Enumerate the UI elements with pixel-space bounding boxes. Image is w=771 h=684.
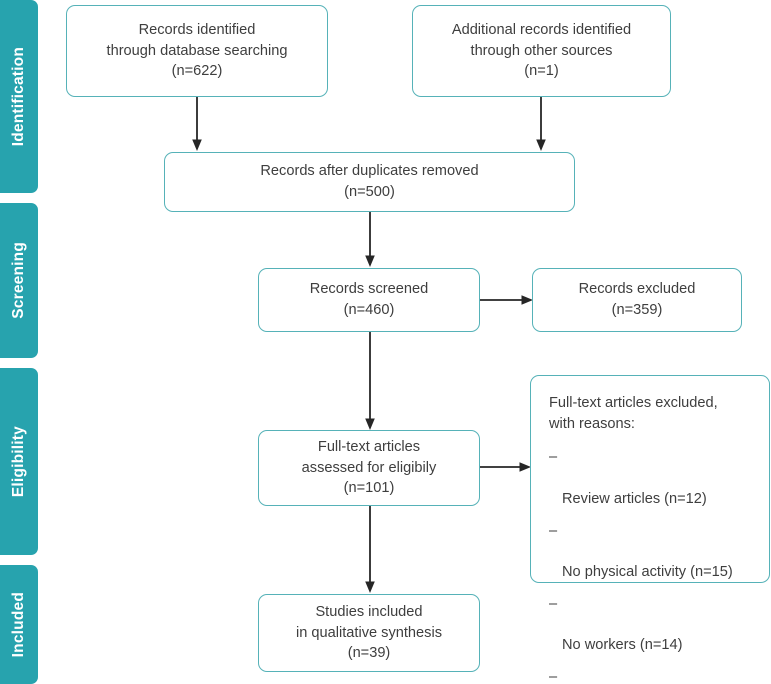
node-text: Records screened (n=460) bbox=[309, 281, 429, 318]
connector-screened-to-fulltext bbox=[351, 330, 391, 433]
dash-bullet: – bbox=[549, 668, 558, 684]
reason-text: Review articles (n=12) bbox=[562, 490, 707, 507]
reason-item: – No psychosocial variable (n=22) bbox=[549, 667, 751, 684]
node-text: Records identified through database sear… bbox=[106, 21, 288, 80]
node-studies-included: Studies included in qualitative synthesi… bbox=[258, 594, 480, 672]
dash-bullet: – bbox=[549, 595, 558, 612]
phase-band-included: Included bbox=[0, 565, 38, 684]
connector-screened-to-excluded bbox=[478, 288, 538, 314]
fulltext-excluded-heading: Full-text articles excluded, with reason… bbox=[549, 395, 718, 432]
node-records-excluded: Records excluded (n=359) bbox=[532, 268, 742, 332]
fulltext-excluded-reasons-list: – Review articles (n=12) – No physical a… bbox=[549, 447, 751, 684]
phase-label-identification: Identification bbox=[10, 46, 28, 147]
node-fulltext-articles-excluded: Full-text articles excluded, with reason… bbox=[530, 375, 770, 684]
node-records-after-duplicates-removed: Records after duplicates removed (n=500) bbox=[164, 152, 575, 212]
reason-item: – No physical activity (n=15) bbox=[549, 521, 751, 583]
node-text: Studies included in qualitative synthesi… bbox=[295, 603, 443, 662]
node-text: Records after duplicates removed (n=500) bbox=[260, 163, 479, 200]
phase-label-screening: Screening bbox=[10, 242, 28, 319]
node-records-screened: Records screened (n=460) bbox=[258, 268, 480, 332]
node-text: Additional records identified through ot… bbox=[451, 21, 632, 80]
phase-band-eligibility: Eligibility bbox=[0, 368, 38, 555]
phase-label-eligibility: Eligibility bbox=[10, 425, 28, 498]
connector-fulltext-to-included bbox=[351, 504, 391, 596]
connector-database-to-duplicates bbox=[178, 96, 218, 154]
connector-fulltext-to-fulltext-excluded bbox=[478, 455, 536, 481]
node-records-identified-database: Records identified through database sear… bbox=[66, 5, 328, 97]
reason-text: No physical activity (n=15) bbox=[562, 564, 733, 581]
reason-item: – Review articles (n=12) bbox=[549, 447, 751, 509]
connector-duplicates-to-screened bbox=[351, 212, 391, 270]
phase-band-identification: Identification bbox=[0, 0, 38, 193]
node-fulltext-articles-assessed: Full-text articles assessed for eligibil… bbox=[258, 430, 480, 506]
connector-other-sources-to-duplicates bbox=[522, 96, 562, 154]
reason-item: – No workers (n=14) bbox=[549, 594, 751, 656]
dash-bullet: – bbox=[549, 449, 558, 466]
node-text: Records excluded (n=359) bbox=[578, 281, 696, 318]
reason-text: No workers (n=14) bbox=[562, 637, 683, 654]
node-text: Full-text articles assessed for eligibil… bbox=[301, 438, 437, 497]
dash-bullet: – bbox=[549, 522, 558, 539]
phase-band-screening: Screening bbox=[0, 203, 38, 358]
phase-label-included: Included bbox=[10, 591, 28, 658]
node-records-identified-other-sources: Additional records identified through ot… bbox=[412, 5, 671, 97]
